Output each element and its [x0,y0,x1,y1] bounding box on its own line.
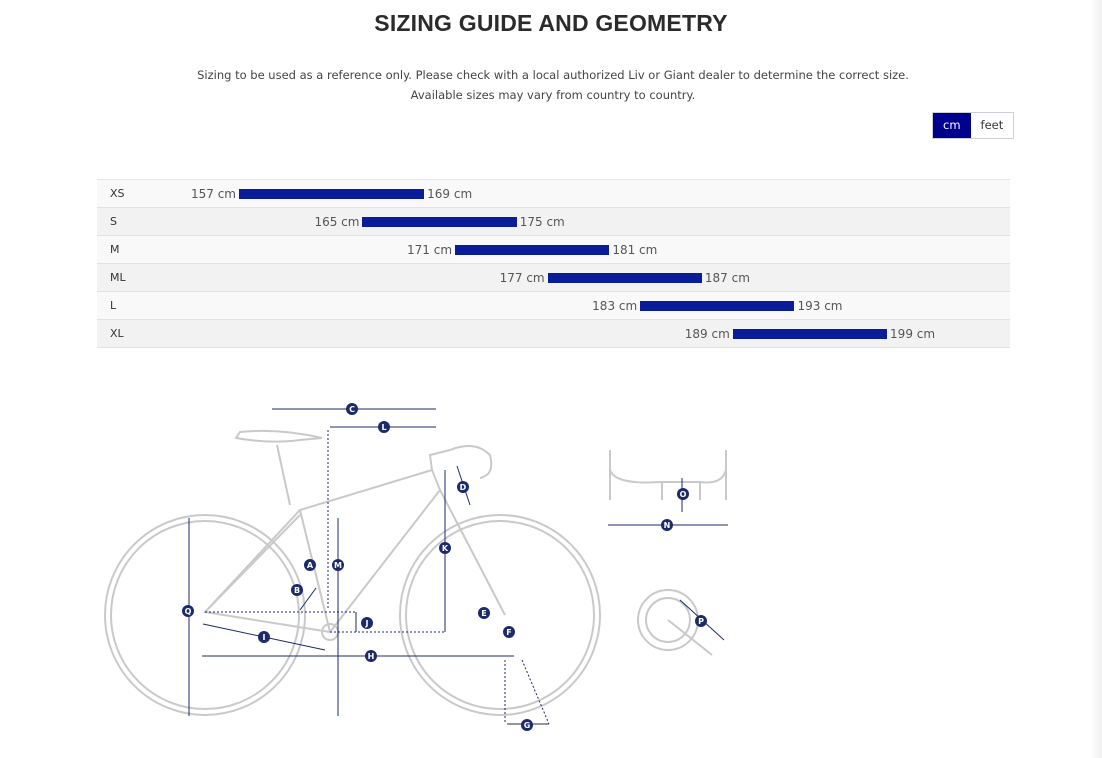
size-label: ML [110,271,126,284]
geometry-marker-c: C [346,403,358,415]
geometry-marker-letter: L [381,423,386,432]
geometry-marker-letter: E [481,609,486,618]
page-title: SIZING GUIDE AND GEOMETRY [374,10,728,36]
min-height-label: 183 cm [592,299,638,313]
scrollbar[interactable] [1090,0,1102,758]
geometry-marker-b: B [291,584,303,596]
geometry-marker-letter: F [506,628,511,637]
max-height-label: 169 cm [427,187,473,201]
disclaimer-line-2: Available sizes may vary from country to… [410,88,696,102]
height-range-bar [362,217,517,227]
size-row-s: S 165 cm 175 cm [97,208,1010,236]
height-range-bar [640,301,795,311]
size-label: M [110,243,120,256]
max-height-label: 199 cm [890,327,936,341]
geometry-marker-letter: D [460,483,467,492]
geometry-marker-letter: C [349,405,355,414]
size-row-xs: XS 157 cm 169 cm [97,180,1010,208]
sizing-disclaimer: Sizing to be used as a reference only. P… [0,65,1102,105]
max-height-label: 175 cm [519,215,565,229]
size-row-m: M 171 cm 181 cm [97,236,1010,264]
geometry-marker-k: K [439,542,451,554]
geometry-marker-letter: M [334,561,342,570]
min-height-label: 177 cm [499,271,545,285]
height-range-bar [547,273,702,283]
geometry-marker-j: J [361,617,373,629]
geometry-marker-h: H [365,650,377,662]
max-height-label: 187 cm [704,271,750,285]
geometry-marker-letter: B [294,586,300,595]
geometry-marker-a: A [304,559,316,571]
size-range-table: XS 157 cm 169 cm S 165 cm 175 cm M 171 cm 181 cm… [97,179,1010,348]
geometry-marker-l: L [378,421,390,433]
disclaimer-line-1: Sizing to be used as a reference only. P… [197,68,909,82]
geometry-marker-letter: I [263,633,266,642]
geometry-marker-letter: H [368,652,375,661]
geometry-marker-g: G [521,719,533,731]
geometry-marker-m: M [332,559,344,571]
geometry-marker-e: E [478,607,490,619]
min-height-label: 189 cm [684,327,730,341]
geometry-marker-p: P [695,615,707,627]
geometry-marker-letter: O [680,490,687,499]
min-height-label: 157 cm [190,187,236,201]
size-row-xl: XL 189 cm 199 cm [97,320,1010,348]
max-height-label: 181 cm [612,243,658,257]
geometry-marker-letter: G [524,721,531,730]
height-range-bar [732,329,888,339]
min-height-label: 171 cm [407,243,453,257]
max-height-label: 193 cm [797,299,843,313]
size-label: L [110,299,117,312]
geometry-marker-n: N [661,519,673,531]
geometry-marker-i: I [258,631,270,643]
geometry-marker-f: F [503,626,515,638]
height-range-bar [239,189,425,199]
unit-cm-button[interactable]: cm [933,113,971,138]
bike-outline [104,429,727,716]
size-label: XS [110,187,125,200]
min-height-label: 165 cm [314,215,360,229]
geometry-marker-letter: J [365,619,369,628]
dimension-lines [188,408,728,725]
size-row-l: L 183 cm 193 cm [97,292,1010,320]
geometry-marker-d: D [457,481,469,493]
size-label: S [110,215,117,228]
geometry-marker-letter: K [442,544,449,553]
size-label: XL [110,327,124,340]
unit-toggle[interactable]: cm feet [932,112,1015,139]
geometry-marker-letter: Q [185,607,192,616]
geometry-marker-letter: N [664,521,671,530]
geometry-marker-o: O [677,488,689,500]
size-row-ml: ML 177 cm 187 cm [97,264,1010,292]
unit-feet-button[interactable]: feet [970,113,1014,138]
height-range-bar [455,245,610,255]
geometry-marker-letter: A [307,561,314,570]
geometry-marker-q: Q [182,605,194,617]
geometry-marker-letter: P [698,617,704,626]
